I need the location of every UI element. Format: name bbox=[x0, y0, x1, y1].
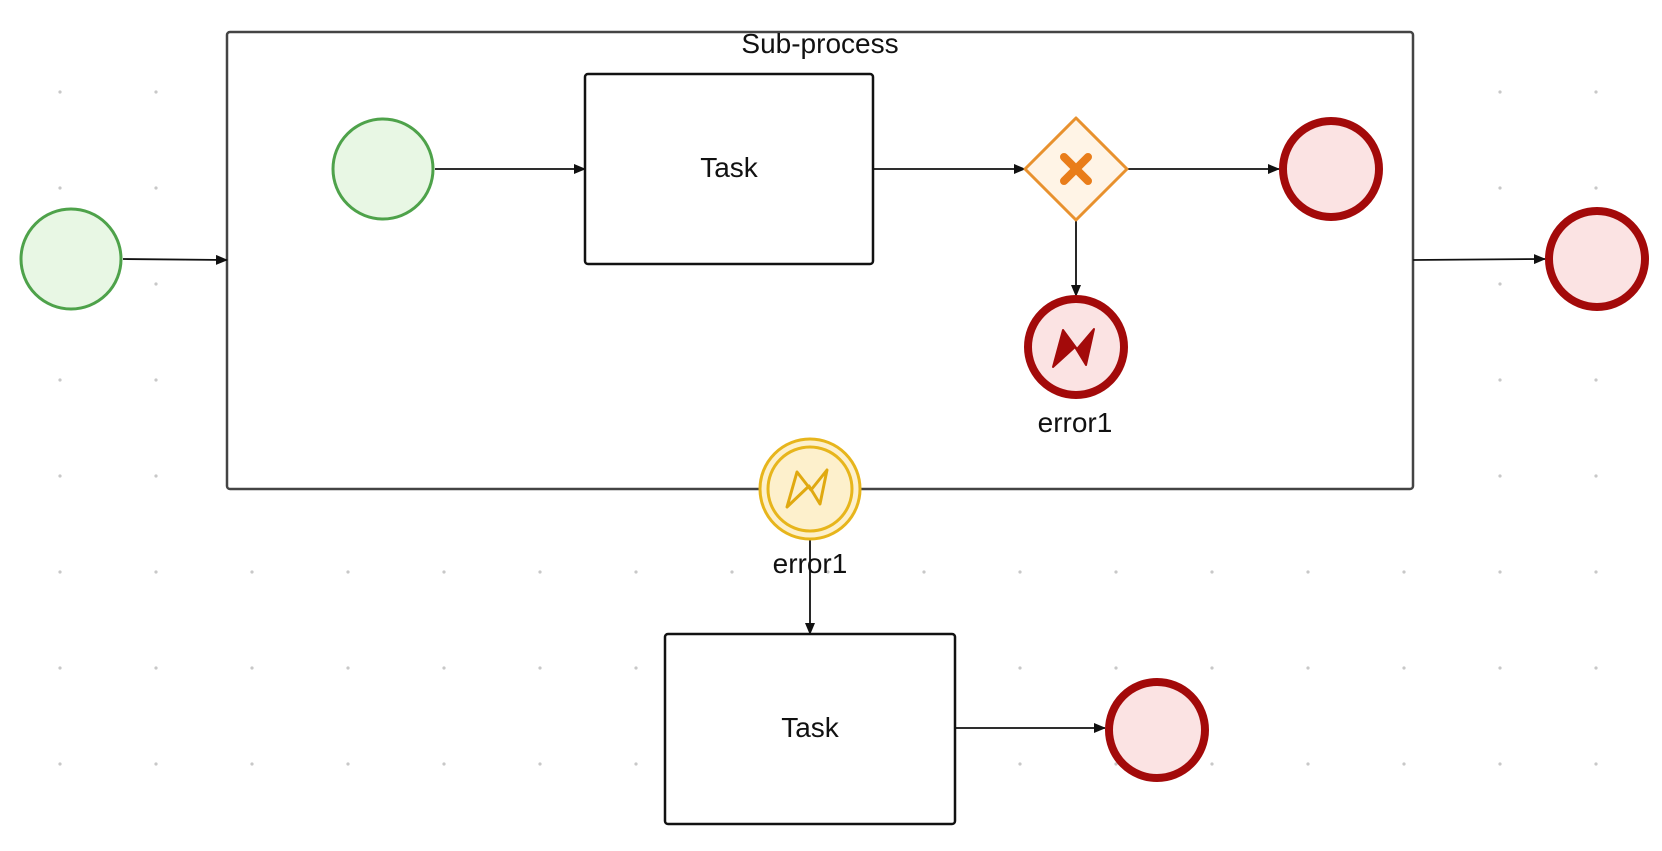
grid-dot bbox=[154, 90, 158, 94]
grid-dot bbox=[1594, 762, 1598, 766]
sequence-flows bbox=[122, 164, 1546, 733]
grid-dot bbox=[1594, 90, 1598, 94]
grid-dot bbox=[58, 474, 62, 478]
grid-dot bbox=[58, 570, 62, 574]
subprocess-label: Sub-process bbox=[741, 28, 898, 59]
grid-dot bbox=[634, 666, 638, 670]
grid-dot bbox=[1594, 666, 1598, 670]
grid-dot bbox=[922, 570, 926, 574]
grid-dot bbox=[58, 186, 62, 190]
task-outer[interactable]: Task bbox=[663, 632, 957, 826]
task-end-event[interactable] bbox=[1105, 678, 1209, 782]
grid-dot bbox=[346, 570, 350, 574]
grid-dot bbox=[1498, 570, 1502, 574]
grid-dot bbox=[1498, 474, 1502, 478]
start-event[interactable] bbox=[19, 207, 123, 311]
exclusive-gateway-x-icon bbox=[1060, 153, 1092, 185]
grid-dot bbox=[538, 762, 542, 766]
grid-dot bbox=[1594, 474, 1598, 478]
grid-dot bbox=[250, 762, 254, 766]
grid-dot bbox=[826, 570, 830, 574]
error-lightning-icon bbox=[1052, 328, 1095, 368]
grid-dot bbox=[1018, 666, 1022, 670]
grid-dot bbox=[538, 666, 542, 670]
grid-dot bbox=[58, 378, 62, 382]
grid-dot bbox=[1018, 762, 1022, 766]
grid-dot bbox=[1402, 762, 1406, 766]
grid-dot bbox=[1498, 666, 1502, 670]
grid-dot bbox=[1498, 762, 1502, 766]
task-inner-label: Task bbox=[700, 152, 759, 183]
grid-dot bbox=[1402, 570, 1406, 574]
error-end-event[interactable] bbox=[1024, 295, 1128, 399]
grid-dot bbox=[634, 762, 638, 766]
grid-dot bbox=[1306, 666, 1310, 670]
grid-dot bbox=[1018, 570, 1022, 574]
error-lightning-icon bbox=[785, 468, 829, 509]
grid-dot bbox=[250, 666, 254, 670]
grid-dot bbox=[538, 570, 542, 574]
grid-dot bbox=[1594, 186, 1598, 190]
error-end-event-label: error1 bbox=[1038, 407, 1113, 438]
grid-dot bbox=[1306, 570, 1310, 574]
grid-dot bbox=[1498, 90, 1502, 94]
grid-dot bbox=[1498, 378, 1502, 382]
grid-dot bbox=[1498, 282, 1502, 286]
grid-dot bbox=[58, 666, 62, 670]
grid-dot bbox=[58, 762, 62, 766]
exclusive-gateway[interactable] bbox=[1023, 116, 1129, 222]
grid-dot bbox=[154, 666, 158, 670]
grid-dot bbox=[154, 282, 158, 286]
grid-dot bbox=[1114, 762, 1118, 766]
grid-dot bbox=[634, 570, 638, 574]
grid-dot bbox=[154, 474, 158, 478]
grid-dot bbox=[154, 186, 158, 190]
end-event[interactable] bbox=[1545, 207, 1649, 311]
grid-dot bbox=[730, 570, 734, 574]
boundary-error-event[interactable] bbox=[758, 437, 862, 541]
grid-dot bbox=[1210, 570, 1214, 574]
grid-dot bbox=[1114, 570, 1118, 574]
task-outer-label: Task bbox=[781, 712, 840, 743]
subprocess-start-event[interactable] bbox=[331, 117, 435, 221]
grid-dot bbox=[1402, 666, 1406, 670]
grid-dot bbox=[442, 570, 446, 574]
task-inner[interactable]: Task bbox=[583, 72, 875, 266]
grid-dot bbox=[346, 762, 350, 766]
boundary-error-event-label: error1 bbox=[773, 548, 848, 579]
grid-dot bbox=[1210, 762, 1214, 766]
subprocess-end-event[interactable] bbox=[1279, 117, 1383, 221]
grid-dot bbox=[58, 90, 62, 94]
grid-dot bbox=[1594, 378, 1598, 382]
grid-dot bbox=[154, 762, 158, 766]
flow-start-to-subprocess[interactable] bbox=[122, 254, 228, 265]
grid-dot bbox=[1306, 762, 1310, 766]
grid-dot bbox=[442, 666, 446, 670]
grid-dot bbox=[1114, 666, 1118, 670]
grid-dot bbox=[1594, 570, 1598, 574]
grid-dot bbox=[250, 570, 254, 574]
grid-dot bbox=[1498, 186, 1502, 190]
grid-dot bbox=[154, 378, 158, 382]
flow-subprocess-to-end[interactable] bbox=[1412, 254, 1546, 265]
grid-dot bbox=[442, 762, 446, 766]
grid-dot bbox=[154, 570, 158, 574]
grid-dot bbox=[1210, 666, 1214, 670]
grid-dot bbox=[346, 666, 350, 670]
